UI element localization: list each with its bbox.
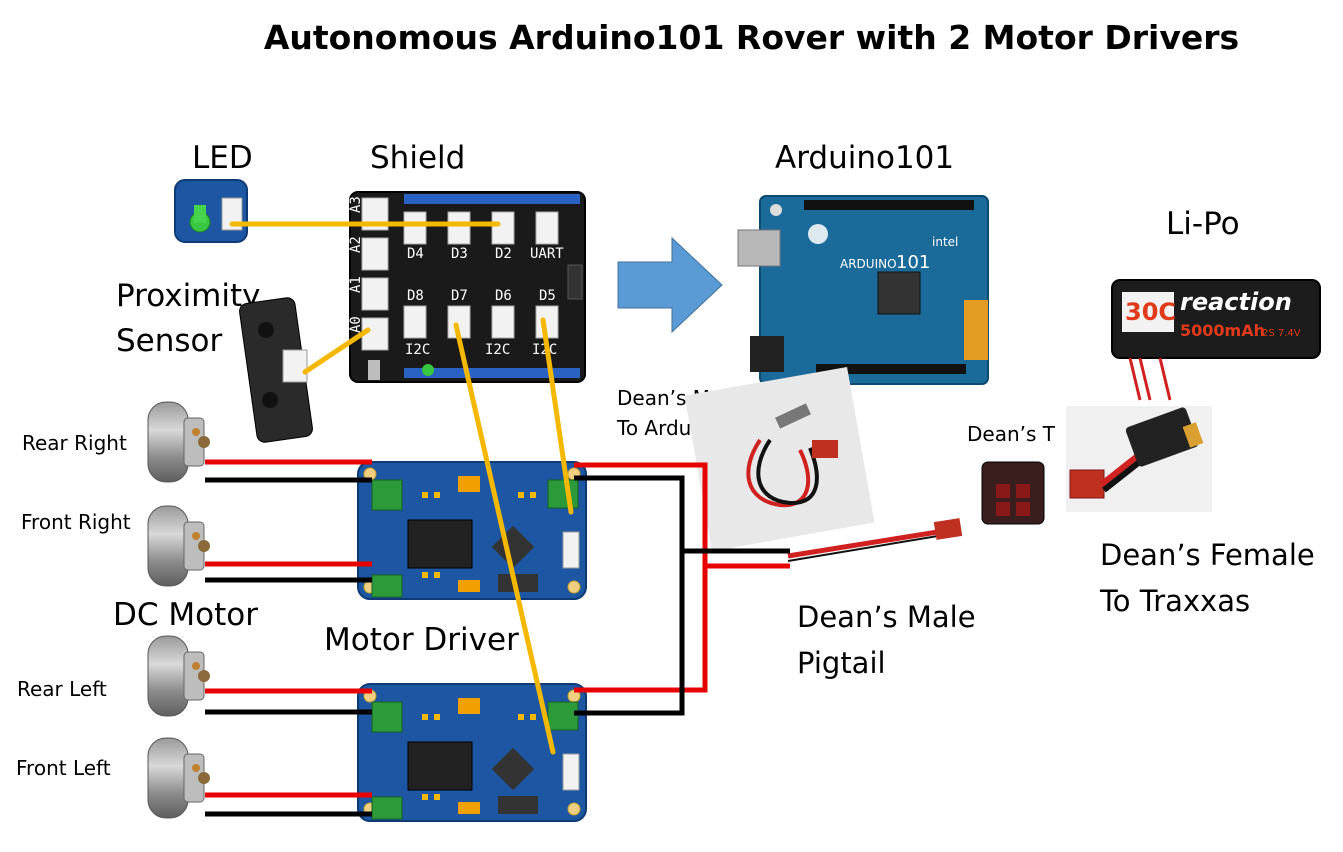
port-label-i2c-1: I2C	[405, 342, 430, 358]
shield-port-labels: A3 A2 A1 A0 D4 D3 D2 UART D8 D7 D6 D5 I2…	[348, 196, 564, 358]
deans-t-connector	[981, 461, 1045, 525]
motor-rear-right	[147, 401, 211, 483]
deans-male-pigtail	[787, 518, 963, 562]
arduino-label: Arduino101	[775, 140, 955, 176]
port-label-a2: A2	[348, 236, 364, 253]
port-label-i2c-3: I2C	[532, 342, 557, 358]
signal-wires	[229, 221, 574, 755]
arrow-icon	[617, 236, 723, 334]
page-title: Autonomous Arduino101 Rover with 2 Motor…	[263, 18, 1240, 57]
deans-t-label: Dean’s T	[967, 422, 1055, 446]
port-label-d6: D6	[495, 288, 512, 304]
port-label-a0: A0	[348, 316, 364, 333]
motor-driver-1	[357, 461, 587, 600]
lipo-label: Li-Po	[1166, 206, 1240, 242]
proximity-label-line2: Sensor	[116, 323, 223, 359]
arduino-model-text: 101	[896, 252, 930, 273]
deans-pigtail-label-line2: Pigtail	[797, 646, 886, 680]
power-wires	[574, 462, 790, 716]
port-label-a3: A3	[348, 196, 364, 213]
led-label: LED	[192, 140, 253, 176]
deans-female-label-line2: To Traxxas	[1100, 584, 1251, 618]
arduino-brand-text: ARDUINO	[840, 257, 897, 271]
motor-wires	[205, 459, 372, 817]
motor-driver-label: Motor Driver	[324, 622, 519, 658]
port-label-d5: D5	[539, 288, 556, 304]
deans-female-label-line1: Dean’s Female	[1100, 538, 1315, 572]
motor-front-right	[147, 505, 211, 587]
battery-capacity-text: 5000mAh	[1180, 321, 1265, 340]
led-module	[174, 179, 248, 243]
proximity-sensor	[239, 297, 313, 443]
rear-left-label: Rear Left	[17, 677, 107, 701]
arduino-chip-text: intel	[932, 235, 958, 249]
port-label-d3: D3	[451, 246, 468, 262]
battery-rating-text: 30C	[1125, 298, 1176, 326]
shield-label: Shield	[370, 140, 466, 176]
port-label-i2c-2: I2C	[485, 342, 510, 358]
lipo-battery	[1111, 279, 1321, 401]
front-right-label: Front Right	[21, 510, 131, 534]
port-label-d7: D7	[451, 288, 468, 304]
port-label-uart: UART	[530, 246, 564, 262]
motor-rear-left	[147, 635, 211, 717]
deans-female-traxxas-cable	[1066, 406, 1212, 512]
motor-front-left	[147, 737, 211, 819]
proximity-label-line1: Proximity	[116, 278, 261, 314]
deans-pigtail-label-line1: Dean’s Male	[797, 600, 976, 634]
port-label-d8: D8	[407, 288, 424, 304]
port-label-a1: A1	[348, 276, 364, 293]
port-label-d2: D2	[495, 246, 512, 262]
battery-voltage-text: 2S 7.4V	[1262, 328, 1301, 339]
front-left-label: Front Left	[16, 756, 111, 780]
port-label-d4: D4	[407, 246, 424, 262]
rear-right-label: Rear Right	[22, 431, 127, 455]
battery-brand-text: reaction	[1180, 288, 1292, 316]
arduino101-board	[737, 195, 989, 385]
deans-male-arduino-cable	[684, 366, 875, 552]
dc-motor-label: DC Motor	[113, 597, 258, 633]
